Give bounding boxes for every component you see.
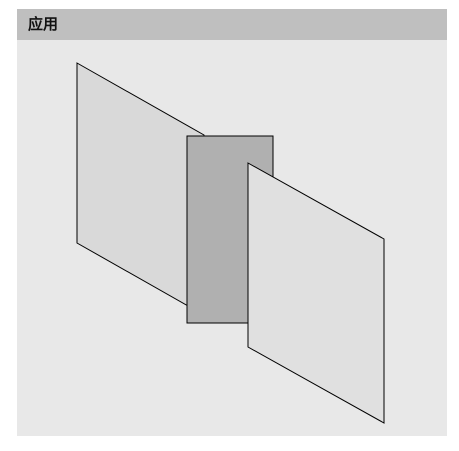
back-panel <box>76 62 205 316</box>
panels-illustration <box>76 62 385 424</box>
panel-header: 应用 <box>17 9 447 40</box>
application-panel: 应用 <box>17 9 447 436</box>
front-panel <box>247 162 385 424</box>
panel-title: 应用 <box>28 15 59 33</box>
